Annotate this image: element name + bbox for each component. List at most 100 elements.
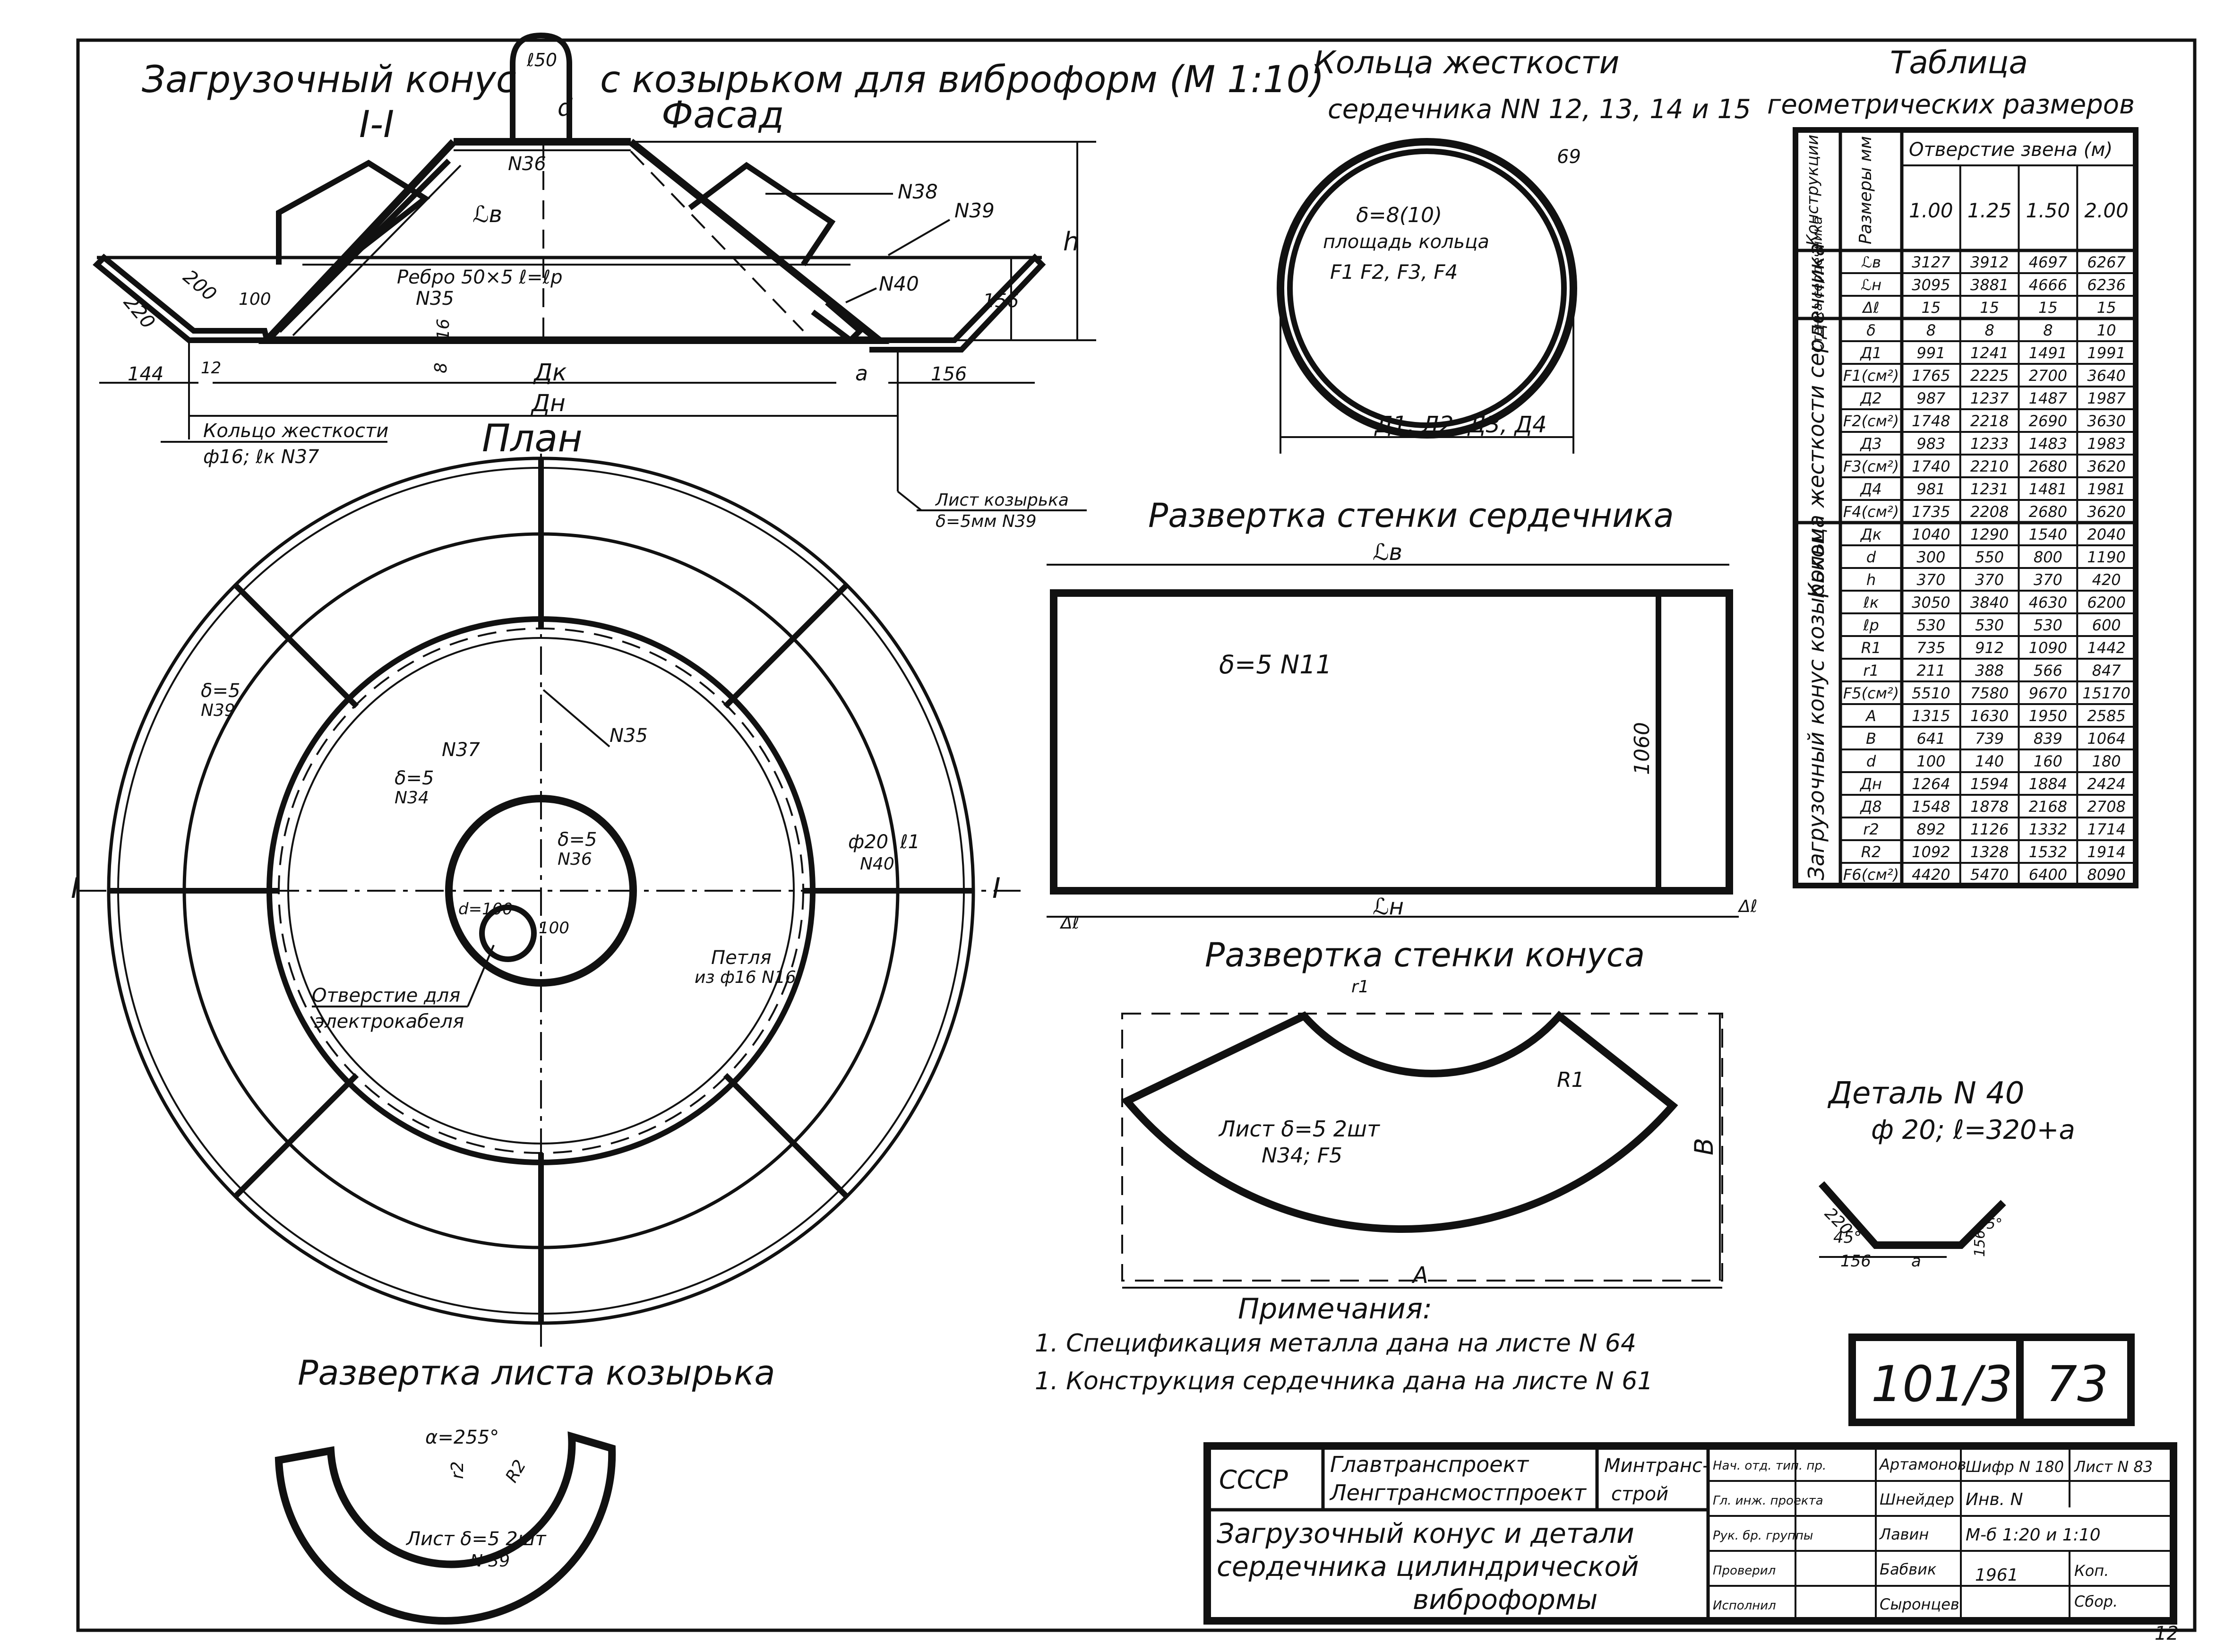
core-wall-title: Развертка стенки сердечника	[1148, 496, 1674, 535]
plan-n35: N35	[610, 725, 648, 747]
tb-name-4: Сыронцев	[1880, 1595, 1959, 1613]
table-cell: 530	[2034, 616, 2062, 634]
dim-16: 16	[434, 318, 453, 340]
table-cell: 1714	[2087, 820, 2125, 838]
table-cell: 1092	[1912, 843, 1950, 861]
table-cell: 981	[1916, 480, 1945, 498]
table-cell: 9670	[2029, 684, 2067, 702]
visor-alpha: α=255°	[425, 1427, 499, 1448]
table-row-label: Д3	[1859, 435, 1881, 453]
table-cell: 8090	[2087, 866, 2125, 884]
visor-title: Развертка листа козырька	[298, 1353, 775, 1393]
table-cell: 160	[2034, 752, 2062, 770]
table-cell: 370	[1916, 571, 1945, 589]
tb-title3: виброформы	[1413, 1583, 1598, 1616]
dim-156-vert: 156	[983, 290, 1019, 312]
table-group-header: Отверстие звена (м)	[1909, 139, 2113, 161]
loop-n38-left	[276, 160, 430, 267]
table-row-label: F2(см²)	[1843, 412, 1899, 430]
title-block: СССР Главтранспроект Ленгтрансмостпроект…	[1203, 1442, 2179, 1644]
table-cell: 2210	[1970, 457, 2009, 475]
table-cell: 1594	[1970, 775, 2009, 793]
tb-year: 1961	[1975, 1566, 2018, 1585]
table-title-2: геометрических размеров	[1767, 89, 2135, 120]
table-row-label: d	[1866, 752, 1876, 770]
table-row-label: Δℓ	[1861, 299, 1879, 317]
table-cell: 1765	[1912, 367, 1950, 385]
table-cell: 1090	[2029, 639, 2067, 657]
plan-sec-right: I	[992, 872, 1001, 905]
cone-bbox	[1121, 1013, 1723, 1282]
table-cell: 2225	[1970, 367, 2009, 385]
table-col-head: 1.00	[1909, 199, 1953, 222]
table-cell: 1487	[2029, 389, 2068, 407]
table-row-label: ℒн	[1861, 276, 1881, 294]
table-cell: 4630	[2029, 594, 2067, 611]
ring-inner	[1287, 148, 1567, 428]
table-cell: 991	[1916, 344, 1945, 362]
table-cell: 100	[1916, 752, 1945, 770]
label-lv: ℒв	[472, 201, 502, 228]
label-ring: Кольцо жесткости	[203, 420, 388, 442]
table-cell: 983	[1916, 435, 1945, 453]
core-1060: 1060	[1630, 722, 1654, 775]
table-cell: 4666	[2029, 276, 2067, 294]
table-row-label: Дк	[1860, 525, 1882, 543]
table-cell: 1740	[1912, 457, 1950, 475]
dim-dn: Дн	[531, 389, 566, 417]
label-n35: N35	[416, 288, 454, 310]
cone-wall-title: Развертка стенки конуса	[1205, 936, 1645, 974]
dimension-table: Таблица геометрических размеров Отверсти…	[1767, 44, 2139, 888]
table-cell: 1983	[2087, 435, 2125, 453]
dim-a: а	[855, 361, 868, 386]
ring-area-1: площадь кольца	[1323, 231, 1489, 253]
table-cell: 2708	[2087, 798, 2125, 816]
table-cell: 4420	[1912, 866, 1950, 884]
plan-n34b: N34	[395, 788, 429, 808]
table-cell: 3912	[1970, 253, 2009, 271]
table-cell: 1991	[2087, 344, 2125, 362]
detail40-bar	[1819, 1181, 2006, 1249]
table-cell: 3127	[1912, 253, 1950, 271]
table-cell: 550	[1975, 548, 2004, 566]
core-dl-right: Δℓ	[1737, 897, 1758, 916]
table-cell: 5510	[1912, 684, 1950, 702]
detail-40: Деталь N 40 ф 20; ℓ=320+а 220 45° 156 а …	[1819, 1076, 2075, 1271]
stiffening-rings: Кольца жесткости сердечника NN 12, 13, 1…	[1277, 44, 1751, 454]
facade-label: Фасад	[661, 94, 784, 137]
plan-n39a: δ=5	[201, 680, 240, 702]
detail40-title-2: ф 20; ℓ=320+а	[1871, 1115, 2075, 1145]
table-cell: 1532	[2029, 843, 2067, 861]
table-cell: 892	[1916, 820, 1945, 838]
table-cell: 3620	[2087, 457, 2125, 475]
table-cell: 1540	[2029, 525, 2067, 543]
table-cell: 566	[2034, 662, 2062, 680]
core-ln: ℒн	[1373, 894, 1404, 920]
table-cell: 180	[2092, 752, 2121, 770]
table-cell: 800	[2034, 548, 2062, 566]
dim-8: 8	[431, 362, 451, 373]
table-title-1: Таблица	[1890, 44, 2028, 81]
table-cell: 912	[1975, 639, 2004, 657]
tb-corner: 12	[2155, 1623, 2179, 1644]
label-ring2: ф16; ℓк N37	[203, 446, 319, 468]
detail40-title-1: Деталь N 40	[1827, 1076, 2025, 1111]
table-row-label: r2	[1863, 820, 1879, 838]
table-col-head: 2.00	[2084, 199, 2129, 222]
table-cell: 388	[1975, 662, 2004, 680]
detail40-a: а	[1911, 1252, 1921, 1271]
table-cell: 735	[1916, 639, 1945, 657]
tb-role-2: Рук. бр. группы	[1713, 1529, 1813, 1543]
table-cell: 1630	[1970, 707, 2009, 725]
plan-hole2: электрокабеля	[314, 1011, 464, 1032]
label-visor-sheet: Лист козырька	[935, 490, 1069, 510]
table-cell: 1315	[1912, 707, 1950, 725]
table-cell: 2218	[1970, 412, 2009, 430]
table-cell: 1264	[1912, 775, 1950, 793]
dim-144: 144	[128, 363, 163, 385]
cone-B: B	[1689, 1138, 1719, 1155]
table-cell: 2424	[2087, 775, 2125, 793]
plan-d100b: 100	[539, 919, 569, 938]
table-col-dims: Размеры мм	[1856, 136, 1875, 244]
table-cell: 140	[1975, 752, 2004, 770]
